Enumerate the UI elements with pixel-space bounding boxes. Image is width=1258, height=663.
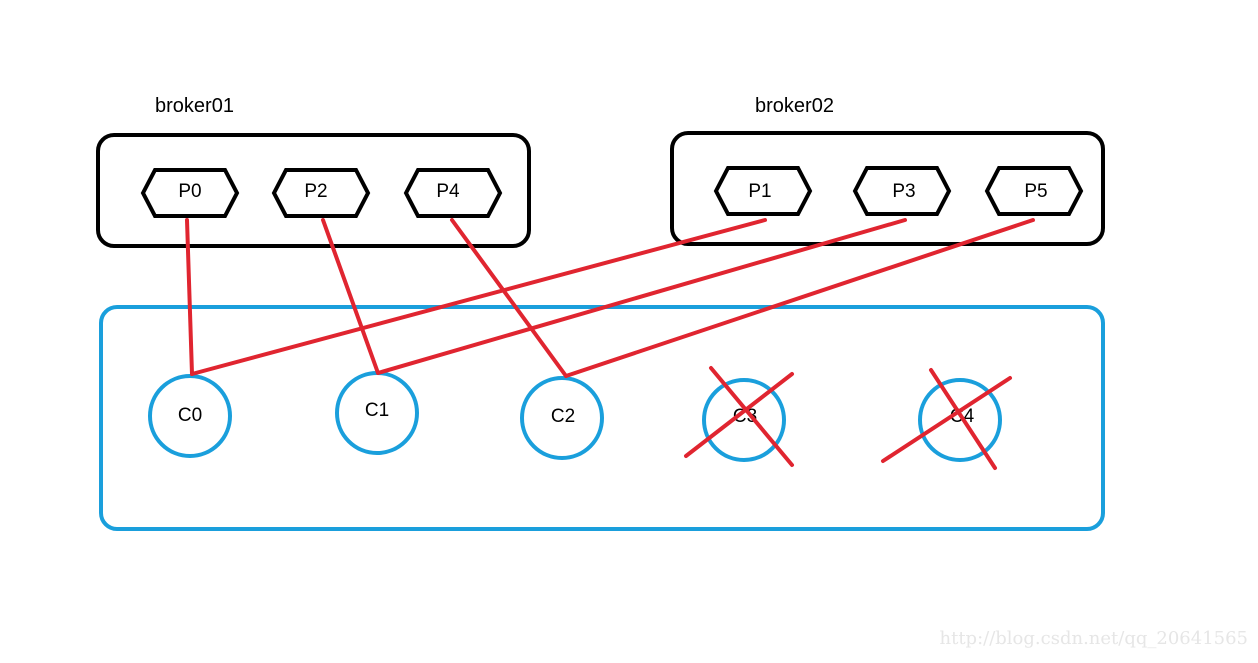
partition-label: P0 xyxy=(178,181,201,202)
partition-label: P5 xyxy=(1024,181,1047,202)
assignment-line-P3-C1 xyxy=(376,218,907,375)
broker01-box xyxy=(96,133,531,248)
consumer-circle xyxy=(148,374,232,458)
consumer-C3: C3 xyxy=(702,378,786,462)
watermark-text: http://blog.csdn.net/qq_20641565 xyxy=(940,628,1249,649)
broker01-title: broker01 xyxy=(155,95,234,117)
partition-hexagon xyxy=(403,168,503,218)
consumer-label: C0 xyxy=(178,405,202,426)
partition-P0: P0 xyxy=(140,168,240,218)
cross-stroke xyxy=(881,376,1012,463)
partition-hexagon xyxy=(140,168,240,218)
consumer-C0: C0 xyxy=(148,374,232,458)
assignment-line-P0-C0 xyxy=(185,218,194,376)
partition-hexagon xyxy=(852,166,952,216)
consumer-label: C3 xyxy=(733,406,757,427)
removed-consumer-C3-cross-icon xyxy=(684,366,794,467)
consumer-label: C2 xyxy=(551,406,575,427)
partition-label: P1 xyxy=(748,181,771,202)
assignment-line-P1-C0 xyxy=(190,218,767,376)
assignment-line-P4-C2 xyxy=(450,218,568,378)
partition-label: P4 xyxy=(436,181,460,202)
partition-P1: P1 xyxy=(713,166,813,216)
consumer-C2: C2 xyxy=(520,376,604,460)
partition-hexagon xyxy=(984,166,1084,216)
broker02-title: broker02 xyxy=(755,95,834,117)
broker02-box xyxy=(670,131,1105,246)
assignment-lines xyxy=(185,218,1035,378)
partition-label: P3 xyxy=(892,181,915,202)
partition-P4: P4 xyxy=(403,168,503,218)
partition-hexagon xyxy=(713,166,813,216)
consumer-label: C1 xyxy=(365,400,389,421)
partition-P3: P3 xyxy=(852,166,952,216)
consumer-circle xyxy=(702,378,786,462)
assignment-line-P5-C2 xyxy=(564,218,1035,378)
consumer-circle xyxy=(918,378,1002,462)
cross-stroke xyxy=(709,366,794,467)
consumer-circle xyxy=(520,376,604,460)
removed-consumer-C4-cross-icon xyxy=(881,368,1012,470)
partition-label: P2 xyxy=(304,181,327,202)
consumer-C1: C1 xyxy=(335,371,419,455)
partition-P2: P2 xyxy=(271,168,371,218)
cross-stroke xyxy=(929,368,997,470)
assignment-line-P2-C1 xyxy=(321,218,380,375)
partition-P5: P5 xyxy=(984,166,1084,216)
cross-stroke xyxy=(684,372,794,458)
partition-hexagon xyxy=(271,168,371,218)
